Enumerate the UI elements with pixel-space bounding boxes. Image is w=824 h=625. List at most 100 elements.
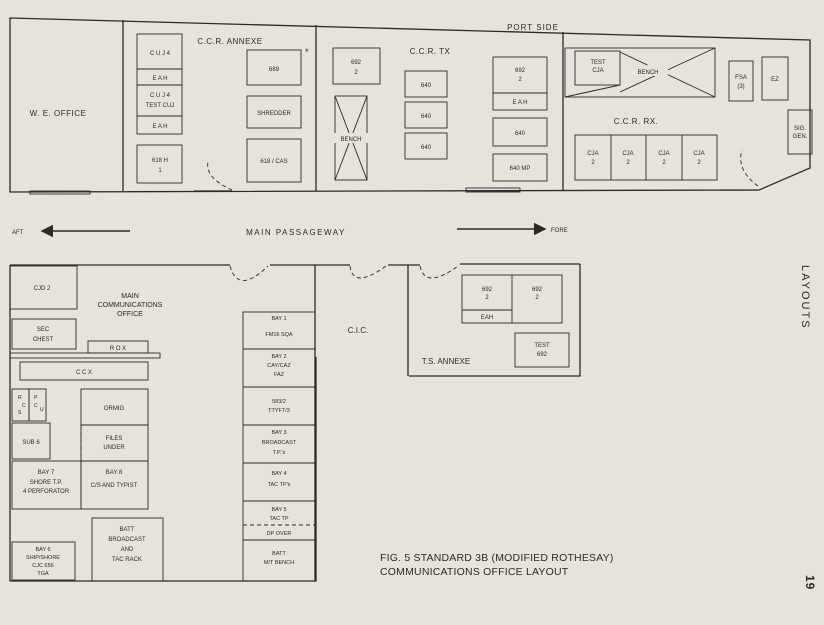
svg-text:692: 692 (482, 287, 493, 293)
svg-text:BAY 5: BAY 5 (271, 507, 286, 513)
svg-text:EZ: EZ (771, 77, 779, 83)
ts-692-pair: 692 2 692 2 EAH (461, 274, 563, 324)
page-number: 19 (803, 575, 817, 591)
svg-text:640: 640 (421, 114, 432, 120)
svg-text:TEST CUJ: TEST CUJ (146, 103, 175, 109)
svg-text:E A H: E A H (152, 76, 167, 82)
bay7: BAY 7 SHORE T.P. 4 PERFORATOR (11, 460, 82, 510)
svg-text:U: U (40, 407, 44, 413)
rox-unit: R O X (87, 340, 149, 354)
ccr-tx-label: C.C.R. TX (410, 47, 451, 56)
svg-text:2: 2 (591, 160, 595, 166)
door-swing-ts-annexe (419, 265, 459, 279)
svg-text:C: C (22, 403, 26, 409)
svg-text:BAY 2: BAY 2 (271, 354, 286, 360)
svg-text:CJA: CJA (622, 151, 633, 157)
svg-text:P: P (34, 395, 38, 401)
files-under: FILES UNDER (80, 424, 149, 462)
caption-line-2: COMMUNICATIONS OFFICE LAYOUT (380, 566, 569, 578)
svg-text:BAY 8: BAY 8 (106, 470, 123, 476)
bay8: BAY 8 C/S AND TYPIST (80, 460, 149, 510)
batt-broadcast-rack: BATT BROADCAST AND TAC RACK (91, 517, 164, 582)
svg-text:SIG.: SIG. (794, 126, 806, 132)
svg-text:692: 692 (515, 68, 526, 74)
fore-label: FORE (551, 228, 568, 234)
svg-text:692: 692 (351, 60, 362, 66)
svg-text:BAY 1: BAY 1 (271, 316, 286, 322)
svg-text:2: 2 (697, 160, 701, 166)
lower-compartment: MAIN COMMUNICATIONS OFFICE C.I.C. T.S. A… (9, 263, 581, 582)
equipment-640mp: 640 MP (492, 153, 548, 182)
svg-text:ORMIG: ORMIG (104, 406, 125, 412)
svg-text:S: S (18, 410, 22, 416)
svg-text:C/S AND TYPIST: C/S AND TYPIST (91, 483, 138, 489)
svg-text:TEST: TEST (590, 60, 606, 66)
svg-text:SEC: SEC (37, 327, 50, 333)
ts-annexe-label: T.S. ANNEXE (422, 357, 470, 366)
aft-label: AFT (12, 230, 24, 236)
svg-text:BAY 6: BAY 6 (35, 547, 50, 553)
svg-text:SHIP/SHORE: SHIP/SHORE (26, 555, 60, 561)
svg-text:692: 692 (532, 287, 543, 293)
svg-text:BATT: BATT (272, 551, 286, 557)
svg-text:2: 2 (535, 295, 539, 301)
door-swing-cic (349, 265, 387, 279)
svg-text:689: 689 (269, 67, 280, 73)
main-passageway-label: MAIN PASSAGEWAY (246, 228, 346, 237)
svg-text:SUB 6: SUB 6 (22, 440, 40, 446)
upper-compartment: PORT SIDE W. E. OFFICE C.C.R. ANNEXE C.C… (9, 17, 813, 195)
svg-text:CJA: CJA (592, 68, 603, 74)
svg-text:T.P.'s: T.P.'s (273, 450, 286, 456)
svg-text:640: 640 (421, 83, 432, 89)
svg-text:TAC RACK: TAC RACK (112, 557, 142, 563)
bench-tx: BENCH (334, 95, 368, 181)
svg-text:CJC 656: CJC 656 (32, 563, 53, 569)
ledge (9, 352, 161, 359)
fsa-unit: FSA (3) (728, 60, 754, 102)
door-swing-rx (740, 149, 759, 187)
svg-text:TTYFT/3: TTYFT/3 (268, 408, 290, 414)
equipment-618h: 618 H 1 (136, 144, 183, 184)
ez-unit: EZ (761, 56, 789, 101)
svg-text:TAC TP: TAC TP (269, 516, 288, 522)
rcs-pcu: R C S P C U (11, 388, 47, 422)
svg-text:BAY 3: BAY 3 (271, 430, 286, 436)
svg-text:DP OVER: DP OVER (267, 531, 292, 537)
svg-text:BATT: BATT (120, 527, 135, 533)
svg-text:BENCH: BENCH (637, 70, 658, 76)
svg-text:BAY 4: BAY 4 (271, 471, 286, 477)
svg-text:640 MP: 640 MP (510, 166, 531, 172)
svg-text:AND: AND (121, 547, 134, 553)
door-swing-main-comms (229, 265, 269, 281)
svg-text:BROADCAST: BROADCAST (108, 537, 146, 543)
cja-row: CJA 2 CJA 2 CJA 2 CJA 2 (574, 134, 718, 181)
svg-text:2: 2 (626, 160, 630, 166)
port-side-label: PORT SIDE (507, 23, 559, 32)
svg-text:640: 640 (421, 145, 432, 151)
cic-label: C.I.C. (348, 326, 368, 335)
svg-text:FILES: FILES (106, 436, 123, 442)
svg-text:(3): (3) (737, 84, 744, 90)
svg-text:GEN.: GEN. (793, 134, 808, 140)
svg-text:4 PERFORATOR: 4 PERFORATOR (23, 489, 70, 495)
main-comms-label-3: OFFICE (117, 311, 143, 318)
bay-column: BAY 1 FM16 SQA BAY 2 CAY/CAZ FAZ 583/2 T… (242, 311, 316, 582)
svg-text:2: 2 (485, 295, 489, 301)
svg-text:EAH: EAH (481, 315, 493, 321)
svg-text:R O X: R O X (110, 346, 126, 352)
sub6: SUB 6 (11, 422, 51, 460)
svg-text:2: 2 (662, 160, 666, 166)
svg-text:M/T BENCH: M/T BENCH (264, 560, 294, 566)
svg-text:2: 2 (518, 77, 522, 83)
equipment-640-b: 640 (492, 117, 548, 147)
svg-text:618 H: 618 H (152, 158, 168, 164)
svg-text:TGA: TGA (37, 571, 49, 577)
ccr-rx-label: C.C.R. RX. (614, 117, 659, 126)
svg-text:UNDER: UNDER (103, 445, 125, 451)
bench-rx: BENCH (564, 47, 716, 98)
cuj4-rack: C U J 4 E A H C U J 4 TEST CUJ E A H (136, 33, 183, 135)
equipment-692-eah: 692 2 E A H (492, 56, 548, 111)
side-label-layouts: LAYOUTS (799, 265, 811, 330)
equipment-692-tx: 692 2 (332, 47, 381, 85)
